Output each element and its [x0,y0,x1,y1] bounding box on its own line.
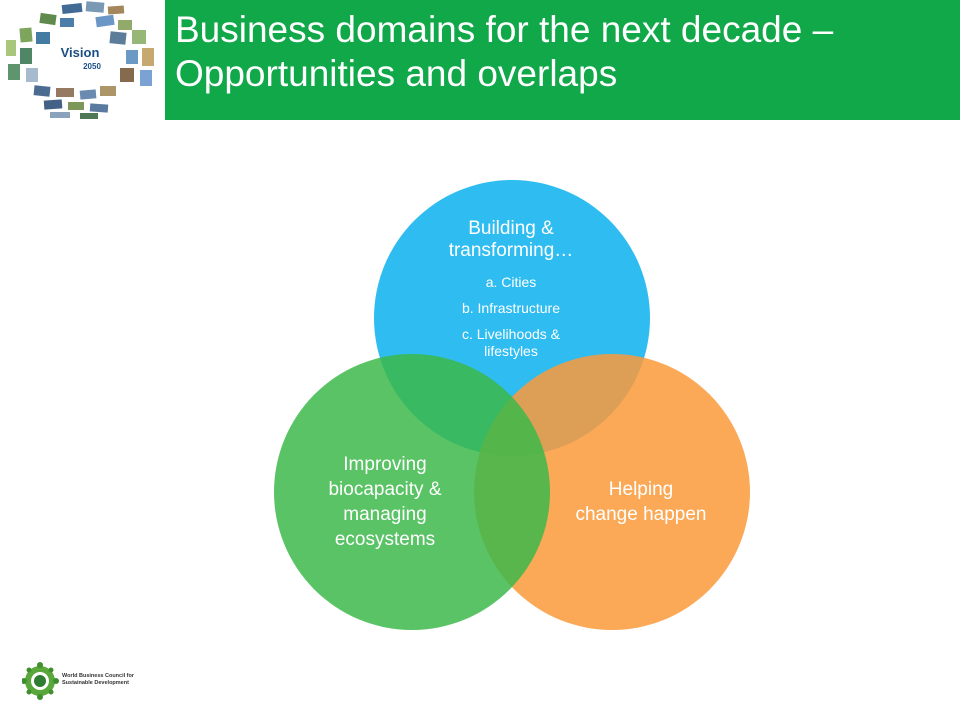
title-bar [165,0,960,120]
helping-line-2: change happen [575,504,707,525]
slide-title-line-1: Business domains for the next decade – [175,9,834,50]
venn-circle-improving [274,354,550,630]
building-item-lifestyles: lifestyles [484,343,538,359]
building-item-livelihoods: c. Livelihoods & [461,326,561,342]
wbcsd-logo-icon [22,662,59,700]
improving-line-3: managing [343,504,427,525]
vision-year: 2050 [83,62,101,71]
improving-line-1: Improving [343,454,427,475]
venn-circle-helping [474,354,750,630]
building-item-infrastructure: b. Infrastructure [461,300,561,316]
building-heading-line-1: Building & [468,218,554,239]
wbcsd-line-1: World Business Council for [62,673,135,679]
improving-line-4: ecosystems [334,529,436,550]
improving-biocapacity-label: Improving biocapacity & managing ecosyst… [296,452,474,552]
building-transforming-label: Building & transforming… a. Cities b. In… [400,218,622,359]
vision-word: Vision [61,45,100,60]
improving-line-2: biocapacity & [328,479,442,500]
wbcsd-line-2: Sustainable Development [62,680,129,686]
helping-line-1: Helping [608,479,674,500]
building-item-cities: a. Cities [485,274,537,290]
wbcsd-org-name: World Business Council for Sustainable D… [62,673,134,687]
helping-change-label: Helping change happen [546,477,736,527]
vision-2050-logo: Vision 2050 [6,1,154,119]
building-heading-line-2: transforming… [448,240,574,261]
slide-title-line-2: Opportunities and overlaps [175,53,618,94]
slide-title: Business domains for the next decade – O… [175,8,955,96]
